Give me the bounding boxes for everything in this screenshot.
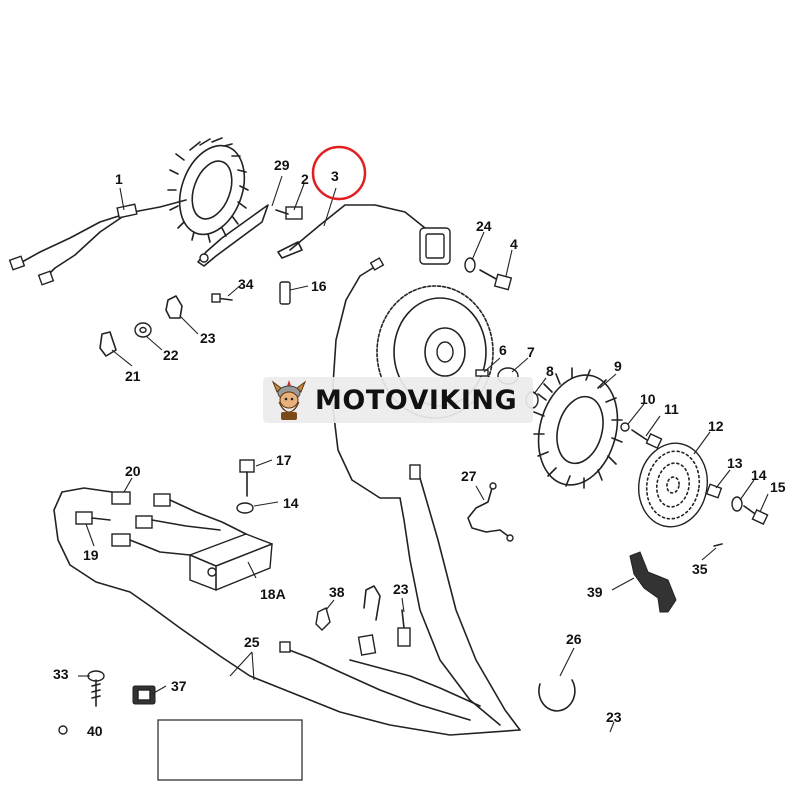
callout-19: 19 [83,547,99,563]
callout-8: 8 [546,363,554,379]
key [475,369,489,377]
screw [479,269,513,291]
viking-logo-icon [271,380,307,420]
washer [236,502,254,514]
washer [464,257,476,273]
watermark-text: MOTOVIKING [315,384,518,416]
callout-23-bottom: 23 [606,709,622,725]
callout-2: 2 [301,171,309,187]
clip [165,295,183,319]
callout-26: 26 [566,631,582,647]
callout-1: 1 [115,171,123,187]
ignition-coil [277,204,451,265]
callout-23-mid: 23 [393,581,409,597]
callout-35: 35 [692,561,708,577]
callout-33: 33 [53,666,69,682]
spacer [705,483,723,499]
grommet [132,685,156,705]
callout-labels: 1 29 2 3 24 4 16 34 23 22 21 6 7 8 9 10 … [53,157,786,739]
callout-34: 34 [238,276,254,292]
watermark-banner: MOTOVIKING [263,377,533,423]
wire-harness [53,464,521,736]
small-part [58,725,68,735]
ground-wire [467,482,514,542]
callout-21: 21 [125,368,141,384]
stator-leads [8,199,187,286]
clamp [99,331,117,357]
callout-37: 37 [171,678,187,694]
callout-15: 15 [770,479,786,495]
screen [638,442,708,528]
connector [75,491,171,547]
callout-39: 39 [587,584,603,600]
callout-25: 25 [244,634,260,650]
highlight-circle [311,145,367,201]
callout-20: 20 [125,463,141,479]
screw [631,429,663,449]
tie-strap [629,551,677,613]
table-box [157,719,303,781]
callout-6: 6 [499,342,507,358]
callout-7: 7 [527,344,535,360]
screw [239,459,255,497]
bracket [197,204,269,267]
callout-14-left: 14 [283,495,299,511]
callout-9: 9 [614,358,622,374]
regulator [189,533,273,591]
fan [533,367,623,489]
washer [620,422,630,432]
washer [134,322,152,338]
callout-11: 11 [664,401,679,417]
callout-27: 27 [461,468,477,484]
callout-14-right: 14 [751,467,767,483]
callout-18A: 18A [260,586,286,602]
stator [167,137,249,243]
screw [211,293,233,303]
screw [743,505,769,525]
callout-22: 22 [163,347,179,363]
clip [315,606,331,631]
callout-38: 38 [329,584,345,600]
connector [357,585,411,656]
leader-lines [78,175,769,733]
callout-24: 24 [476,218,492,234]
callout-16: 16 [311,278,327,294]
callout-10: 10 [640,391,656,407]
retaining-ring [538,679,576,712]
callout-29: 29 [274,157,290,173]
screw [87,670,105,707]
callout-13: 13 [727,455,743,471]
callout-4: 4 [510,236,518,252]
callout-3: 3 [331,168,339,184]
washer [731,496,743,512]
callout-40: 40 [87,723,103,739]
screw [275,206,303,220]
spark-plug [279,281,291,305]
callout-17: 17 [276,452,292,468]
small-screw [713,543,723,547]
callout-12: 12 [708,418,724,434]
callout-23-top: 23 [200,330,216,346]
